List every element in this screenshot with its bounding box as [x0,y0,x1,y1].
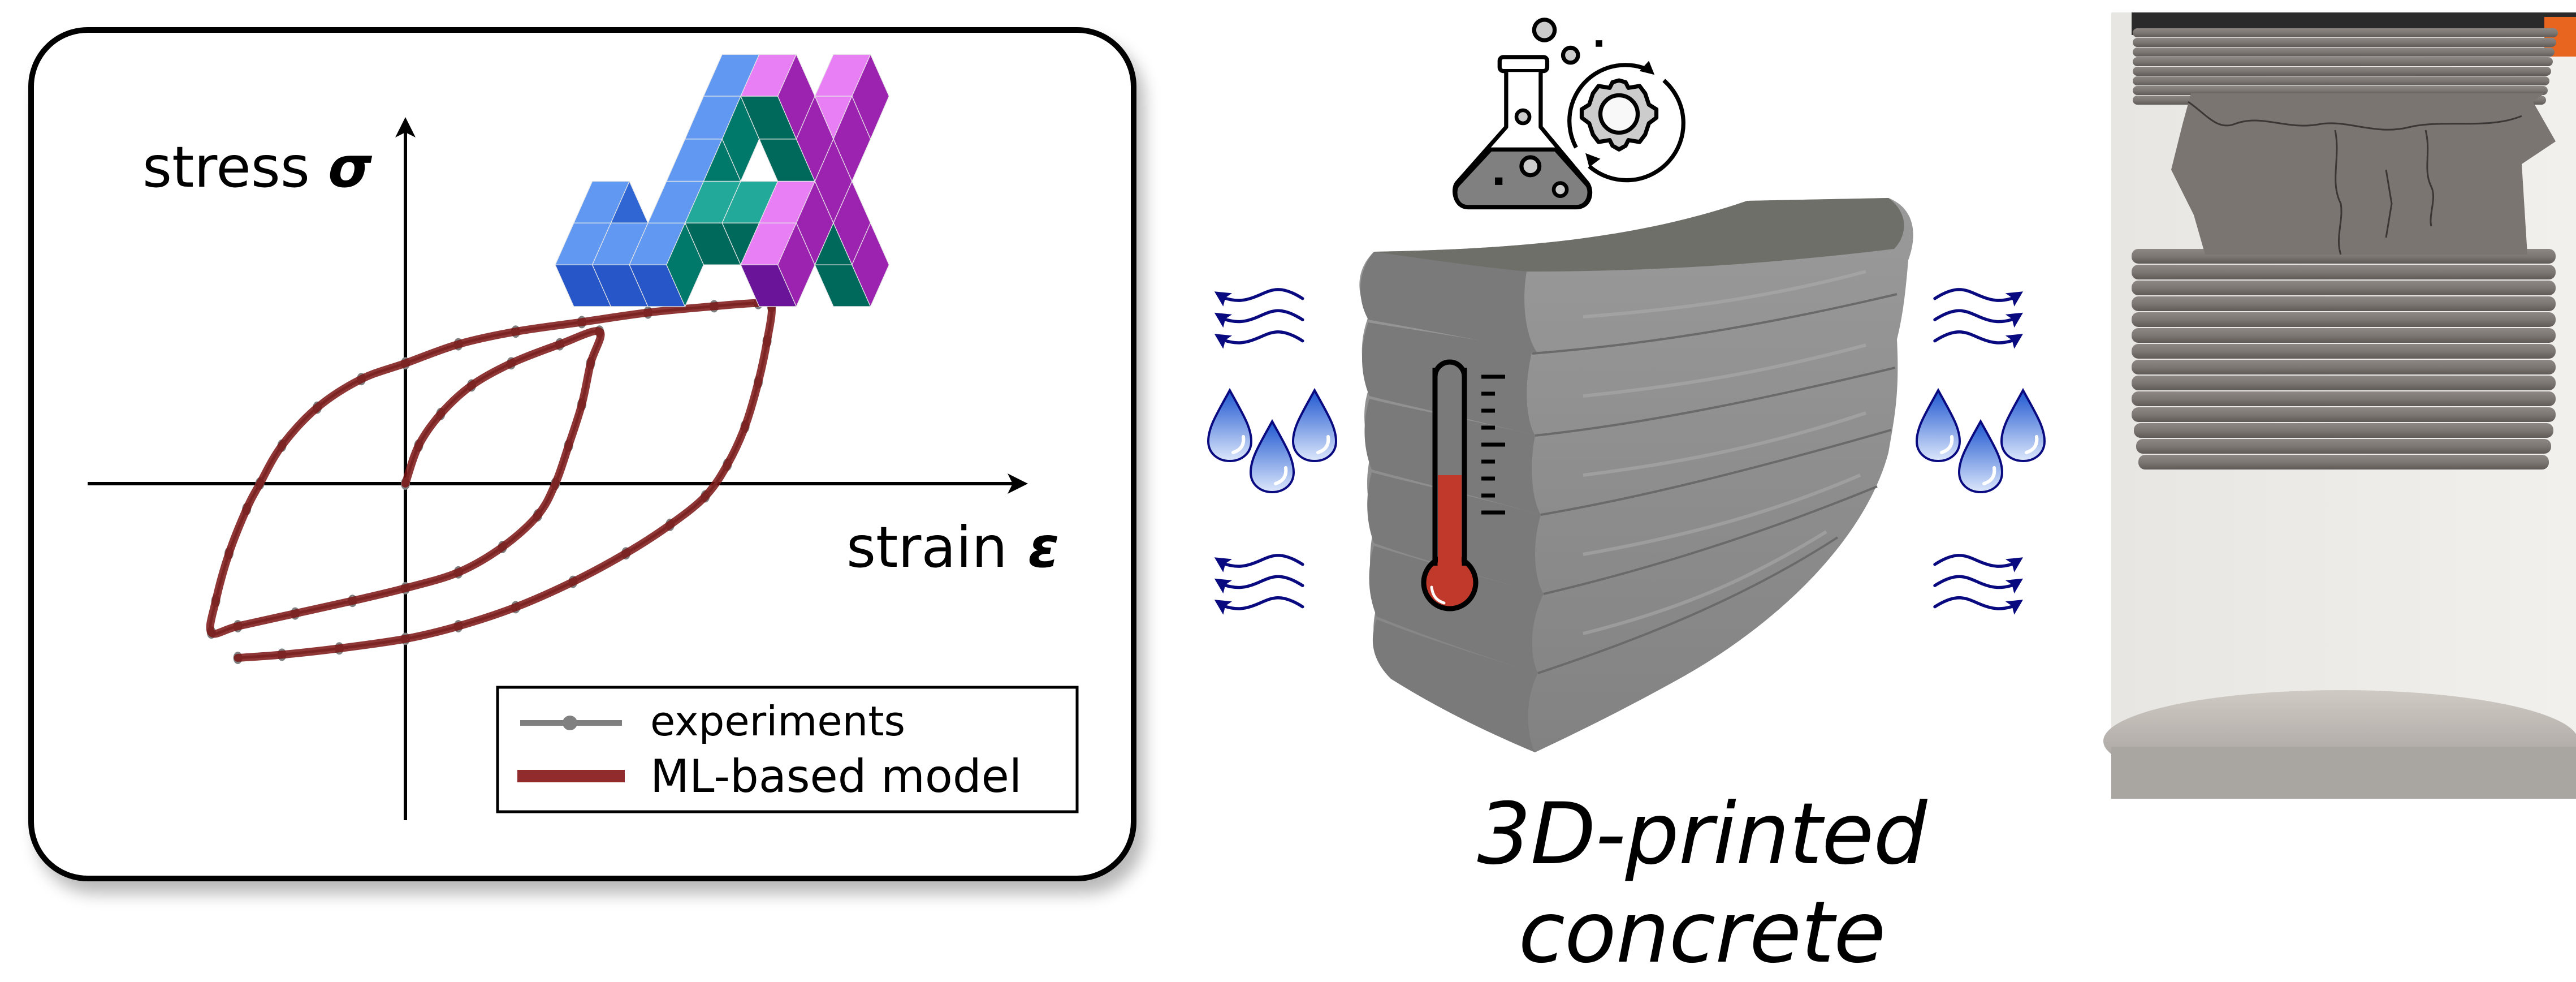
wind-icon-right-bottom [1935,555,2023,615]
water-drops-icon-left [1208,390,1336,492]
printed-layer [2133,48,2555,57]
legend-experiments-marker [563,716,577,730]
legend-model-label: ML-based model [650,750,1022,803]
printed-layer [2132,344,2556,359]
legend: experiments ML-based model [496,686,1079,813]
printed-layer [2132,407,2556,422]
water-drops-icon-right [1917,390,2045,492]
printed-layer [2132,281,2556,295]
x-axis-label: strain [846,514,1008,580]
printed-layer [2132,265,2556,279]
legend-experiments-label: experiments [650,697,905,745]
printed-layer [2132,360,2556,374]
specimen-photo [2103,12,2576,799]
flask-icon [1453,18,1602,210]
stress-strain-chart: stress σ strain ε [88,53,1079,820]
printed-layer [2133,28,2558,37]
series-experiments-line [209,300,773,660]
printed-layer [2132,391,2556,406]
printed-layer [2132,328,2556,343]
printed-layer [2132,376,2556,390]
printed-layer [2133,38,2556,47]
x-axis-symbol: ε [1028,514,1060,580]
printed-layer [2132,296,2556,311]
thermometer-icon [1421,359,1505,611]
concrete-illustration [1187,18,2092,752]
wind-icon-left-top [1214,290,1303,349]
printed-layer [2133,67,2551,76]
y-axis-label: stress [142,134,310,200]
printed-layer [2133,86,2548,95]
series-ml-model-line [206,298,776,662]
printed-layer [2134,423,2553,438]
jax-logo [555,53,890,308]
printed-layer [2138,455,2549,470]
y-axis-symbol: σ [328,134,373,200]
printed-layer [2132,312,2556,327]
printed-layer [2133,76,2549,85]
gear-cycle-icon [1567,61,1685,183]
concrete-caption: 3D-printed concrete [1477,785,1927,982]
wind-icon-right-top [1935,290,2023,349]
fracture-zone [2171,93,2556,255]
wind-icon-left-bottom [1214,555,1303,615]
cracks [2188,101,2522,255]
printed-layer [2136,439,2551,454]
printed-layer [2133,57,2553,66]
